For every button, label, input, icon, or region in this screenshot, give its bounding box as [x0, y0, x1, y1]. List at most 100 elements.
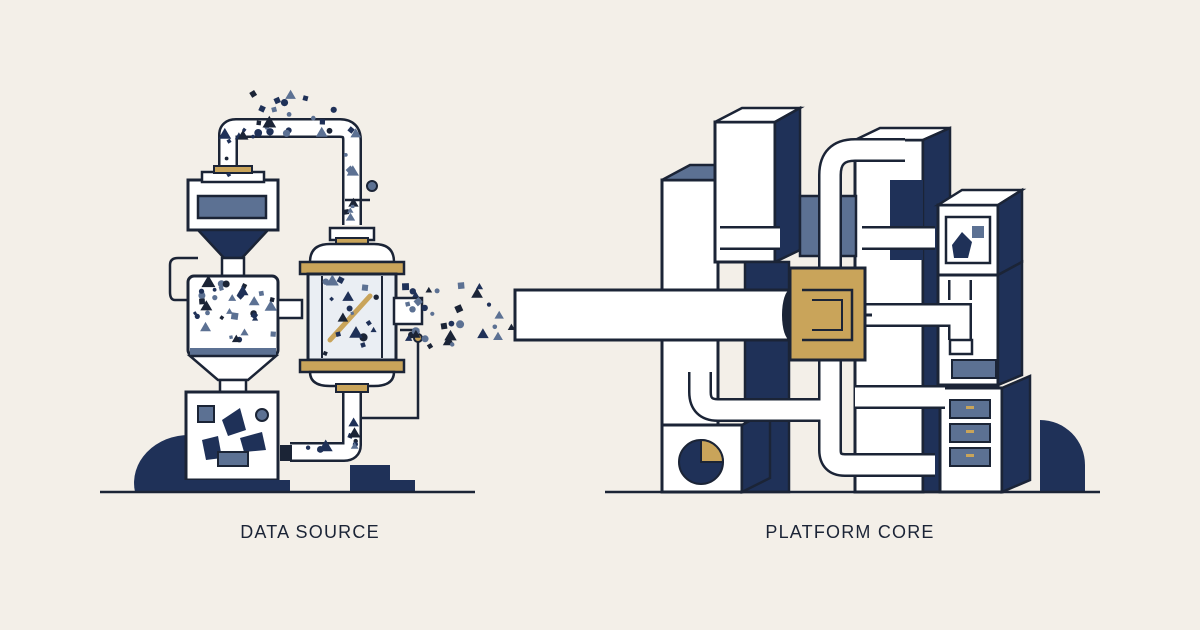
data-particle: [330, 106, 337, 113]
data-particle: [444, 329, 457, 341]
data-particle: [335, 331, 342, 338]
data-particle: [262, 115, 277, 128]
chamber-funnel: [186, 354, 280, 382]
data-particle: [258, 104, 266, 113]
data-particle: [350, 442, 359, 449]
platform-core-label: PLATFORM CORE: [765, 522, 935, 542]
data-particle: [346, 165, 359, 176]
data-particle: [370, 326, 377, 333]
data-particle: [401, 283, 410, 291]
data-particle: [302, 95, 309, 102]
data-particle: [258, 290, 265, 297]
data-particle: [230, 312, 239, 320]
data-particle: [425, 286, 433, 293]
data-particle: [507, 323, 516, 330]
data-particle: [311, 115, 316, 121]
data-particle: [248, 296, 260, 306]
gold-hub: [788, 266, 867, 362]
step-block-low: [385, 480, 415, 492]
gold-collar: [213, 165, 253, 174]
data-particle: [486, 302, 492, 307]
data-particle: [359, 333, 368, 342]
data-particle: [249, 89, 258, 98]
data-particle: [454, 304, 464, 314]
data-particle: [254, 129, 263, 137]
data-source-machine: [100, 118, 475, 494]
data-particle: [240, 328, 249, 336]
data-particle: [286, 112, 292, 117]
data-particle: [212, 295, 218, 301]
data-particle: [226, 172, 232, 178]
data-particle: [231, 334, 241, 343]
data-source-label: DATA SOURCE: [240, 522, 380, 542]
data-particle: [222, 280, 230, 288]
data-particle: [346, 305, 353, 312]
data-particle: [494, 310, 504, 319]
data-particle: [264, 300, 277, 311]
data-particle: [421, 335, 429, 343]
data-particle: [456, 320, 465, 329]
return-pipe: [290, 390, 360, 460]
data-particle: [285, 89, 296, 99]
data-particle: [266, 128, 274, 136]
data-particle: [198, 288, 205, 294]
thin-feed-line: [362, 328, 420, 420]
data-particle: [360, 342, 366, 348]
data-particle: [252, 315, 259, 321]
data-particle: [200, 321, 211, 332]
data-particle: [201, 275, 216, 288]
step-block: [350, 465, 390, 492]
data-particle: [322, 278, 329, 285]
data-particle: [199, 298, 206, 305]
data-particle: [405, 301, 411, 307]
data-particle: [241, 127, 247, 133]
filter-top-band: [298, 260, 406, 276]
data-particle: [348, 427, 361, 438]
data-particle: [361, 284, 369, 291]
data-particle: [315, 126, 328, 137]
data-particle: [271, 106, 278, 113]
data-particle: [205, 310, 210, 316]
data-particle: [412, 291, 420, 298]
data-particle: [350, 204, 355, 209]
data-particle: [345, 212, 356, 221]
data-particle: [198, 292, 206, 299]
data-particle: [251, 134, 255, 139]
data-particle: [426, 342, 434, 350]
data-particle: [282, 129, 291, 137]
data-particle: [348, 417, 359, 427]
data-particle: [373, 294, 379, 300]
data-particle: [475, 283, 484, 290]
filter-bottom-band: [298, 358, 406, 374]
data-particle: [212, 287, 217, 292]
data-particle: [405, 334, 413, 341]
data-particle: [337, 312, 349, 322]
data-particle: [218, 285, 224, 292]
left-shadow-mound: [134, 434, 190, 492]
data-particle: [237, 130, 249, 140]
data-particle: [319, 119, 326, 125]
data-particle: [477, 328, 489, 339]
data-particle: [236, 285, 249, 296]
data-particle: [365, 319, 372, 327]
data-particle: [336, 276, 345, 285]
data-particle: [270, 331, 276, 337]
data-particle: [409, 288, 416, 295]
data-particle: [349, 326, 363, 338]
hopper-funnel: [195, 228, 271, 260]
data-particle: [226, 138, 232, 144]
data-particle: [350, 128, 362, 138]
data-particle: [421, 304, 428, 312]
display-screen: [196, 194, 268, 220]
data-particle: [322, 350, 328, 356]
core-pipes: [690, 140, 970, 475]
data-particle: [448, 320, 455, 327]
data-particle: [194, 313, 200, 319]
data-particle: [411, 329, 421, 338]
chamber-fill-level: [190, 348, 276, 356]
data-particle: [347, 207, 354, 213]
data-particle: [440, 322, 448, 330]
data-particle: [192, 311, 198, 316]
